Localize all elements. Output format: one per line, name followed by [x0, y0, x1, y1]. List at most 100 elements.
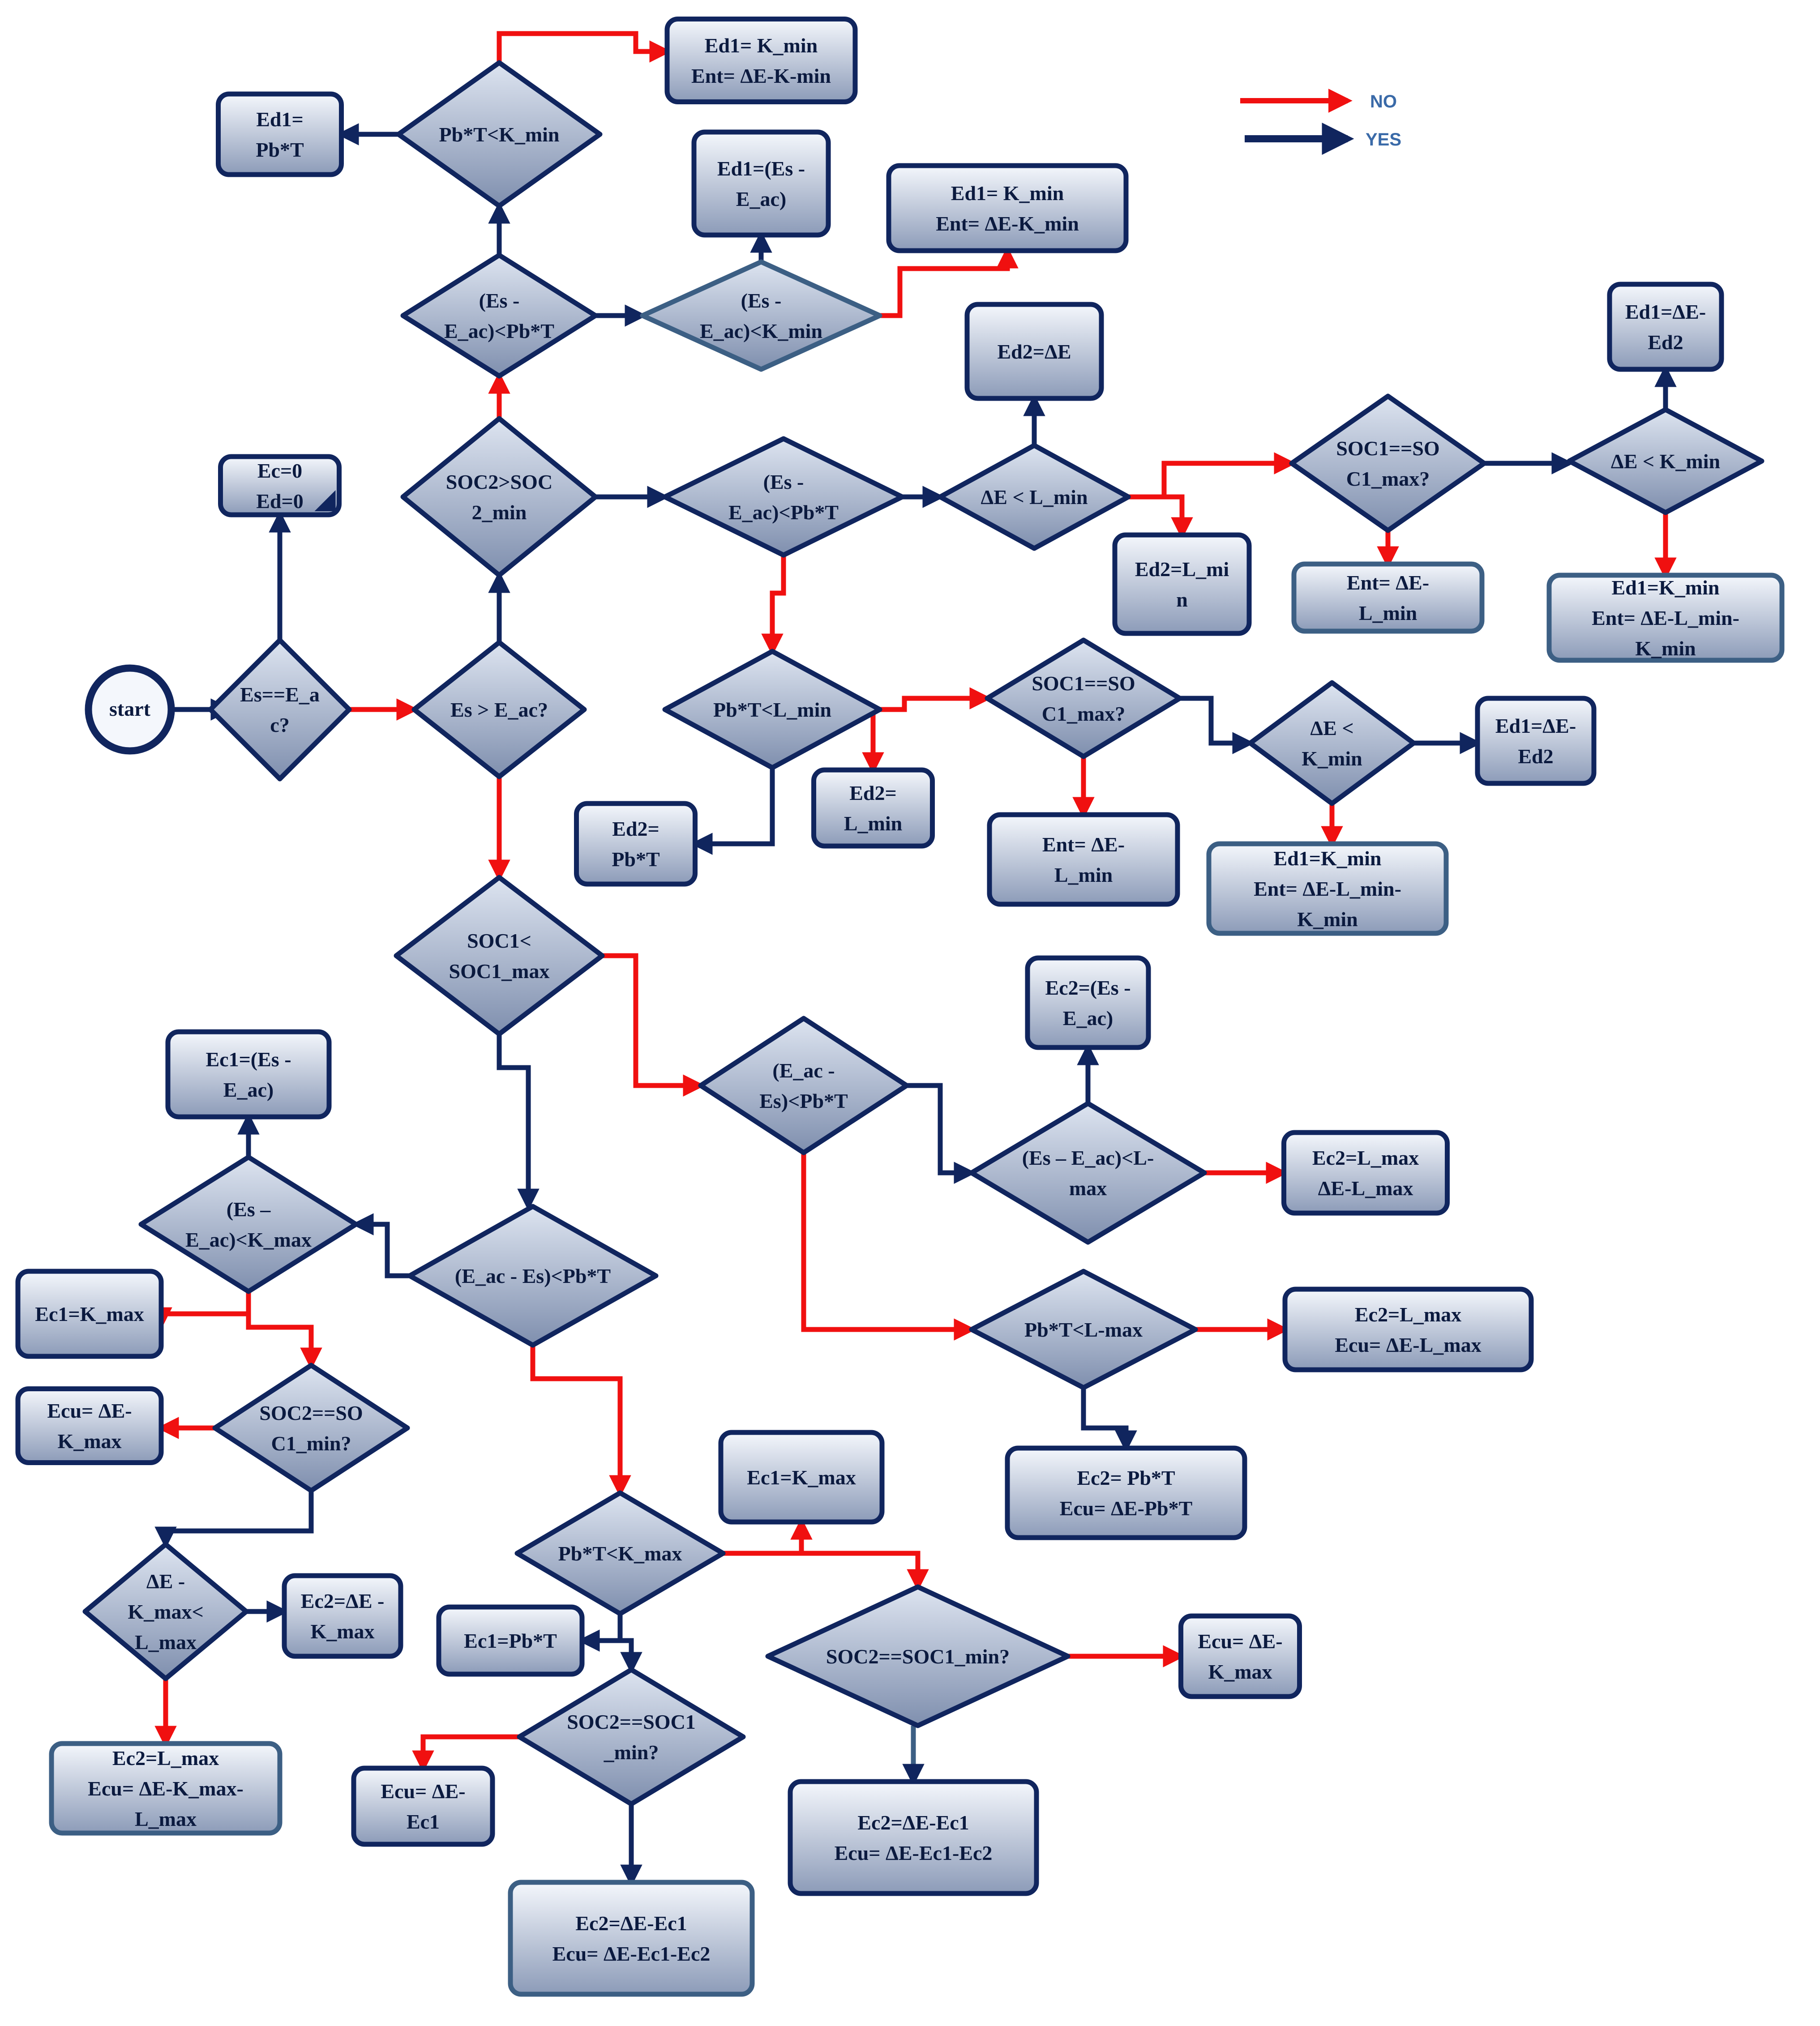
yes-arrow [154, 1491, 314, 1549]
process-box [1291, 561, 1485, 634]
yes-arrow [578, 1614, 623, 1652]
node-label: Ecu= ΔE- [1198, 1630, 1282, 1653]
yes-arrow [1081, 1388, 1137, 1453]
node-label: Pb*T [612, 848, 659, 871]
node-label: K_max [57, 1430, 121, 1453]
decision-diamond [400, 416, 598, 578]
node-d-es-lmax: (Es – E_ac)<L-max [969, 1101, 1207, 1245]
legend-yes-label: YES [1366, 130, 1401, 150]
node-label: K_max [1208, 1660, 1272, 1683]
node-init: Ec=0Ed=0 [218, 454, 342, 517]
process-box [1178, 1613, 1302, 1699]
yes-arrow [907, 1083, 976, 1184]
node-label: C1_max? [1042, 702, 1126, 725]
node-label: ΔE < [1310, 717, 1353, 739]
node-label: Ed=0 [256, 490, 303, 513]
node-label: n [1176, 588, 1188, 611]
node-label: SOC1_max [449, 960, 550, 983]
node-label: E_ac)<Pb*T [444, 320, 554, 342]
node-label: E_ac) [1063, 1007, 1113, 1030]
node-label: K_min [1297, 908, 1358, 931]
node-d-es-pbt-mid: (Es - E_ac)<Pb*T [662, 436, 905, 558]
node-label: Ec=0 [257, 459, 302, 482]
node-label: C1_max? [1346, 467, 1430, 490]
decision-diamond [985, 637, 1182, 759]
node-d-es-kmin-top: (Es -E_ac)<K_min [640, 259, 882, 372]
node-r-ed1-es-top: Ed1=(Es -E_ac) [691, 129, 831, 238]
process-box [664, 17, 858, 104]
node-label: Ec1=K_max [35, 1303, 144, 1325]
node-label: Ec1 [407, 1810, 440, 1833]
node-label: Ed2= [612, 817, 659, 840]
node-d-soc2: SOC2>SOC2_min [400, 416, 598, 578]
node-label: E_ac) [736, 188, 786, 210]
node-label: Ecu= ΔE-Ec1-Ec2 [552, 1942, 711, 1965]
node-label: Pb*T<K_max [558, 1542, 682, 1565]
process-box [574, 801, 698, 887]
node-r-ecu-kmax-l: Ecu= ΔE-K_max [15, 1386, 164, 1465]
node-label: SOC2>SOC [446, 470, 552, 493]
node-label: Ecu= ΔE- [381, 1780, 465, 1803]
node-label: Ed1= [256, 108, 303, 131]
node-label: SOC1==SO [1032, 672, 1135, 695]
node-d-soc2-min-r: SOC2==SOC1_min? [765, 1584, 1071, 1728]
decision-diamond [400, 252, 598, 379]
decision-diamond [662, 436, 905, 558]
node-label: L_max [135, 1631, 197, 1654]
node-r-ed1-de-ed2-top: Ed1=ΔE-Ed2 [1607, 282, 1724, 372]
node-r-ed1-de-ed2-mid: Ed1=ΔE-Ed2 [1475, 696, 1597, 786]
node-label: E_ac)<Pb*T [728, 501, 839, 524]
node-label: Pb*T<L-max [1024, 1318, 1143, 1341]
node-label: L_min [1054, 863, 1113, 886]
node-label: (Es - [763, 470, 804, 493]
node-label: Pb*T<L_min [713, 698, 831, 721]
node-label: K_min [1635, 637, 1696, 660]
node-d-eac-es-pbt-l: (E_ac - Es)<Pb*T [407, 1204, 659, 1348]
node-label: Ed1=ΔE- [1495, 714, 1576, 737]
node-r-ed2-lmin-top: Ed2=L_min [1112, 532, 1252, 636]
node-d-eac-es-pbt-r: (E_ac -Es)<Pb*T [698, 1016, 909, 1155]
node-label: Pb*T<K_min [439, 123, 559, 146]
node-label: SOC2==SOC1 [567, 1710, 696, 1733]
node-label: Ec2=L_max [1312, 1146, 1419, 1169]
node-label: Ec2=ΔE - [301, 1590, 385, 1612]
decision-diamond [969, 1269, 1198, 1390]
yes-arrow [351, 1213, 410, 1278]
node-label: Ed1= K_min [951, 182, 1064, 205]
node-r-ecu-kmax-r: Ecu= ΔE- K_max [1178, 1613, 1302, 1699]
node-label: Ec2=ΔE-Ec1 [857, 1811, 969, 1834]
node-label: Ed1=K_min [1612, 576, 1720, 599]
start-circle [85, 664, 175, 755]
decision-diamond [514, 1490, 726, 1616]
node-label: ΔE-L_max [1318, 1177, 1413, 1200]
node-d-soc1-max-top: SOC1==SOC1_max? [1289, 393, 1487, 533]
node-label: Ed2= [849, 782, 896, 804]
node-label: Ent= ΔE- [1042, 833, 1125, 856]
node-d-de-kmax-lmax: ΔE -K_max<L_max [82, 1542, 249, 1681]
decision-diamond [1248, 680, 1416, 806]
node-d-soc1-lt: SOC1<SOC1_max [394, 875, 605, 1037]
node-label: ΔE < L_min [981, 486, 1088, 509]
process-box [964, 302, 1104, 401]
node-label: Ecu= ΔE-Pb*T [1060, 1497, 1193, 1520]
node-label: Ed1=K_min [1274, 847, 1382, 870]
node-label: Ec2=L_max [112, 1747, 219, 1770]
node-r-ec2-es: Ec2=(Es -E_ac) [1025, 955, 1151, 1050]
no-arrow [1164, 494, 1193, 539]
node-label: L_min [1359, 602, 1417, 624]
node-label: E_ac)<K_max [185, 1228, 312, 1251]
node-r-ec1-kmax-b: Ec1=K_max [718, 1430, 885, 1525]
node-label: C1_min? [271, 1432, 351, 1455]
node-label: SOC2==SO [259, 1402, 363, 1424]
decision-diamond [138, 1154, 359, 1294]
node-d-es-gt: Es > E_ac? [411, 640, 587, 779]
node-d-es-kmax: (Es –E_ac)<K_max [138, 1154, 359, 1294]
process-box [1025, 955, 1151, 1050]
node-label: Ent= ΔE-K-min [691, 64, 831, 87]
decision-diamond [82, 1542, 249, 1681]
node-label: K_max< [128, 1600, 203, 1623]
